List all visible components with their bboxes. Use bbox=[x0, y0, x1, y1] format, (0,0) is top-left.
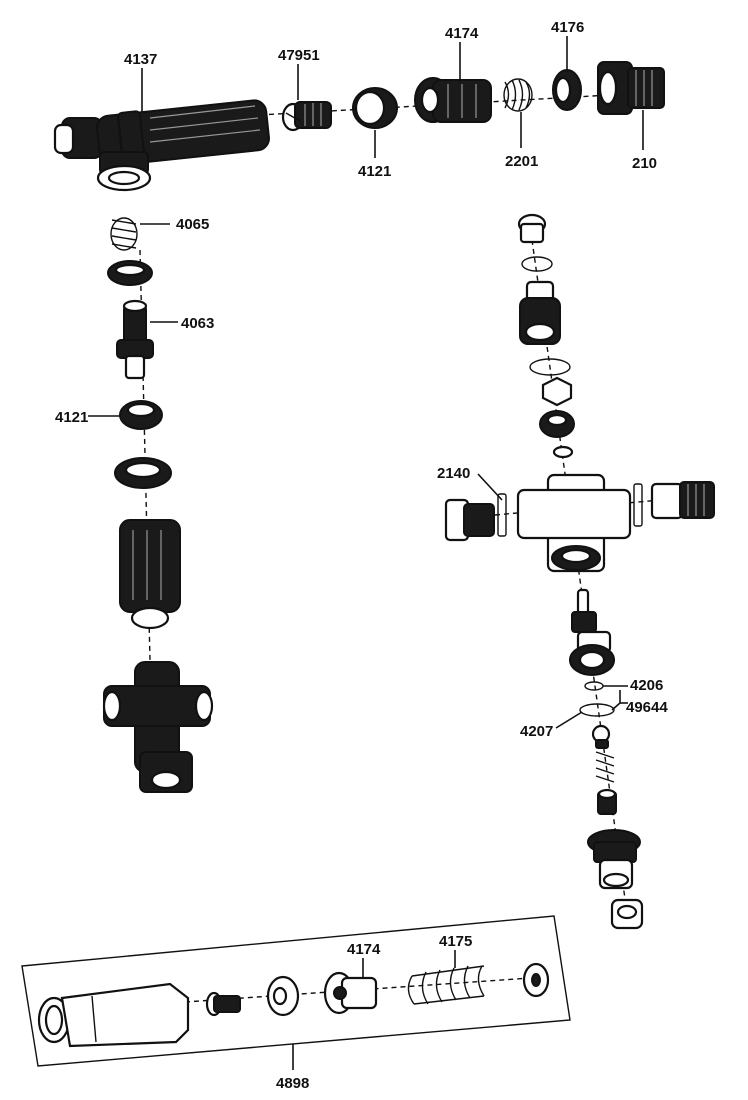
part-right-ball bbox=[591, 724, 611, 749]
part-kit-screw bbox=[205, 991, 241, 1017]
part-right-bottom-body bbox=[587, 829, 641, 890]
part-right-cross-body bbox=[516, 473, 632, 573]
kit-frame bbox=[21, 915, 571, 1067]
part-4137-body bbox=[53, 99, 270, 192]
part-4065-spring bbox=[110, 217, 138, 251]
label-4174-kit: 4174 bbox=[347, 941, 381, 958]
part-4176 bbox=[552, 69, 582, 111]
label-4065: 4065 bbox=[176, 216, 209, 233]
part-2201-spring bbox=[503, 78, 533, 112]
part-4207-oring bbox=[579, 703, 615, 717]
part-right-lower-valve bbox=[569, 630, 615, 676]
label-2140: 2140 bbox=[437, 465, 470, 482]
part-kit-disc bbox=[266, 975, 300, 1017]
part-right-bottom-cap bbox=[610, 898, 644, 930]
label-4898: 4898 bbox=[276, 1075, 309, 1092]
kit-4898-box: 4174 4175 4898 bbox=[21, 915, 571, 1092]
label-4121-top: 4121 bbox=[358, 163, 391, 180]
part-4121-left-ring bbox=[119, 400, 163, 430]
part-right-oring-1 bbox=[521, 256, 553, 272]
part-47951-screw bbox=[281, 101, 332, 132]
part-4174-top bbox=[414, 77, 492, 123]
part-kit-body bbox=[37, 982, 190, 1048]
part-210-fitting bbox=[597, 61, 665, 115]
label-4063: 4063 bbox=[181, 315, 214, 332]
part-4063-pin bbox=[116, 299, 154, 380]
part-left-cross-fitting bbox=[102, 661, 214, 793]
label-4137: 4137 bbox=[124, 51, 157, 68]
part-right-knurl-nut bbox=[539, 410, 575, 438]
label-2201: 2201 bbox=[505, 153, 538, 170]
right-assembly: 2140 4206 49644 4207 bbox=[437, 213, 715, 930]
part-right-right-fitting bbox=[650, 481, 715, 520]
label-210: 210 bbox=[632, 155, 657, 172]
part-4174-kit bbox=[323, 971, 378, 1015]
leader-49644 bbox=[611, 690, 621, 711]
part-right-poppet bbox=[597, 788, 617, 815]
left-assembly: 4065 4063 4121 bbox=[55, 216, 214, 793]
right-axis-line bbox=[531, 239, 629, 921]
part-left-cylinder bbox=[119, 519, 181, 630]
part-right-left-fitting bbox=[444, 498, 495, 542]
part-right-valve-body bbox=[519, 280, 561, 345]
label-4176: 4176 bbox=[551, 19, 584, 36]
part-4121-top-ring bbox=[352, 87, 398, 129]
part-nut-left bbox=[107, 260, 153, 286]
leader-4207 bbox=[555, 711, 583, 729]
part-right-top-cap bbox=[517, 213, 547, 244]
label-4174-top: 4174 bbox=[445, 25, 479, 42]
part-right-oring-2 bbox=[529, 358, 571, 376]
label-4207: 4207 bbox=[520, 723, 553, 740]
part-right-hex-nut bbox=[541, 376, 573, 407]
leader-2140 bbox=[477, 473, 503, 501]
part-right-stem bbox=[571, 588, 597, 633]
label-4206: 4206 bbox=[630, 677, 663, 694]
part-right-spring bbox=[595, 751, 615, 783]
top-assembly: 4137 47951 4174 4176 4121 2201 210 bbox=[53, 19, 665, 192]
label-4121-left: 4121 bbox=[55, 409, 88, 426]
label-47951: 47951 bbox=[278, 47, 320, 64]
part-2140-gasket bbox=[497, 483, 643, 537]
part-4206-oring bbox=[584, 681, 604, 691]
part-left-washer bbox=[114, 457, 172, 489]
part-right-washer-small bbox=[552, 445, 574, 459]
part-4175-spring bbox=[407, 965, 485, 1005]
part-kit-end-washer bbox=[522, 962, 550, 998]
label-49644: 49644 bbox=[626, 699, 668, 716]
label-4175: 4175 bbox=[439, 933, 472, 950]
